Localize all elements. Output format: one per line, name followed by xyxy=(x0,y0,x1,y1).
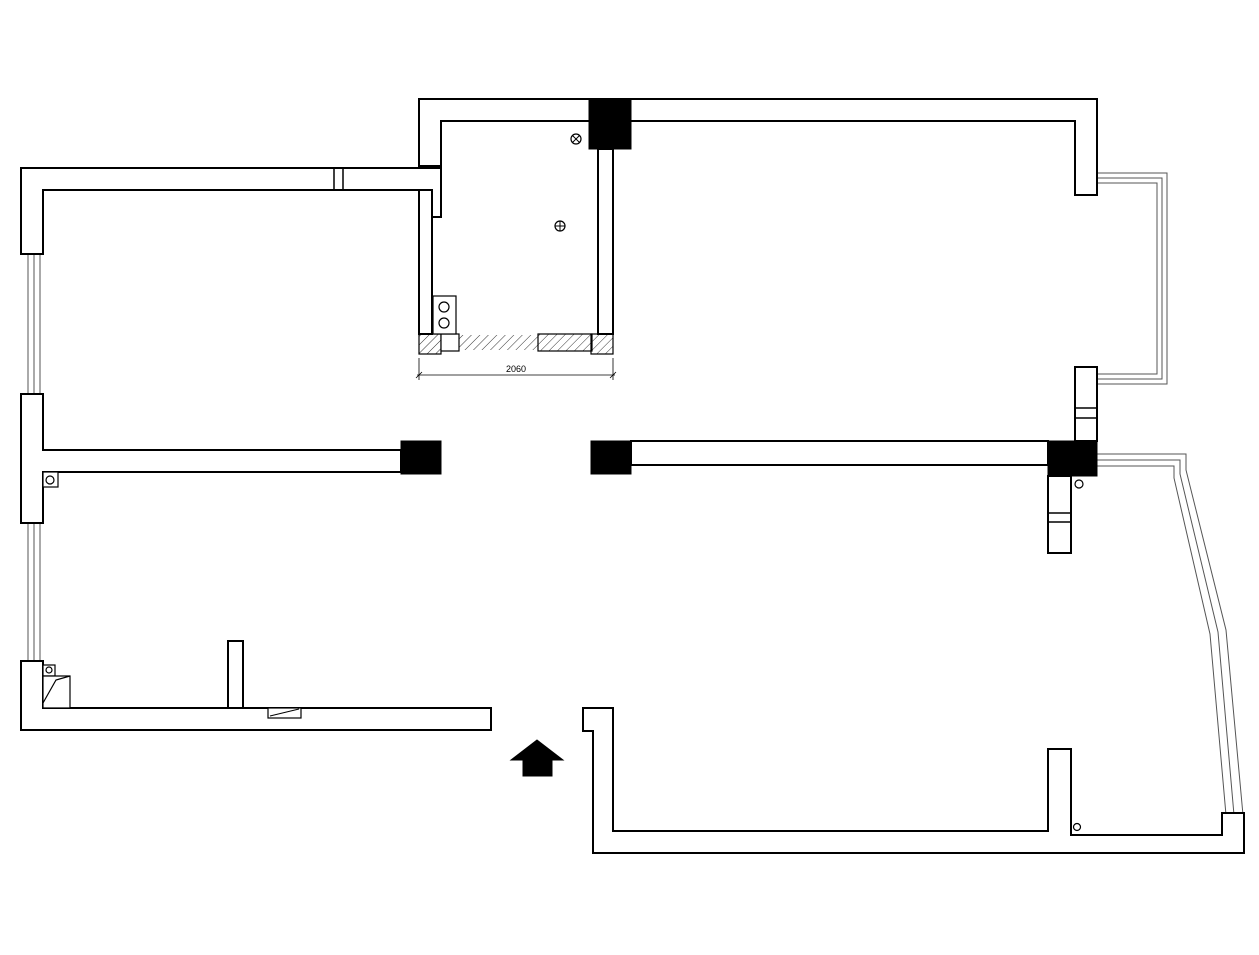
window-bedroom-left xyxy=(27,254,41,394)
wall-top-bedroom xyxy=(20,167,442,255)
wall-bottom-right xyxy=(582,707,1245,854)
wall-living-middle xyxy=(630,440,1049,466)
small-fixtures xyxy=(42,471,1084,832)
column-right-middle xyxy=(590,440,632,475)
pipe-circle-icon xyxy=(438,317,450,329)
wall-right-upper xyxy=(1074,366,1098,442)
wall-left-middle xyxy=(20,393,402,524)
kitchen-threshold xyxy=(418,333,614,355)
column-top xyxy=(588,98,632,150)
column-left-middle xyxy=(400,440,442,475)
ceiling-light-cross-icon xyxy=(570,133,582,145)
wall-top-living xyxy=(418,98,1098,196)
pipe-circle-icon xyxy=(45,666,53,674)
windows xyxy=(27,122,1244,816)
ceiling-light-plus-icon xyxy=(554,220,566,232)
entrance-arrow-icon xyxy=(509,739,565,777)
pipe-circle-icon xyxy=(1072,822,1082,832)
pipe-circle-icon xyxy=(45,475,55,485)
dimension-label: 2060 xyxy=(506,364,526,374)
threshold-gap xyxy=(459,335,538,350)
threshold-right-block xyxy=(537,333,593,352)
balcony-window xyxy=(1097,453,1244,816)
threshold-left-block xyxy=(418,333,442,355)
bay-window-right xyxy=(1097,172,1168,385)
walls xyxy=(20,98,1245,854)
dimension-line: 2060 xyxy=(415,358,617,380)
wall-bottom-left xyxy=(20,660,492,731)
wall-kitchen-right xyxy=(597,148,614,335)
threshold-right-jamb xyxy=(590,333,614,355)
corner-fixture xyxy=(42,675,71,709)
column-right-corner xyxy=(1047,440,1098,477)
corner-fixture-diagonal xyxy=(42,675,71,704)
threshold-left-jamb xyxy=(440,333,460,352)
wall-stub-bottom-left xyxy=(227,640,244,709)
wall-kitchen-left xyxy=(418,189,433,335)
pipe-circle-icon xyxy=(438,301,450,313)
columns xyxy=(400,98,1098,477)
pipe-circle-icon xyxy=(1074,479,1084,489)
window-room-left xyxy=(27,523,41,661)
wall-right-stub xyxy=(1047,475,1072,554)
kitchen-fixtures xyxy=(432,133,582,335)
